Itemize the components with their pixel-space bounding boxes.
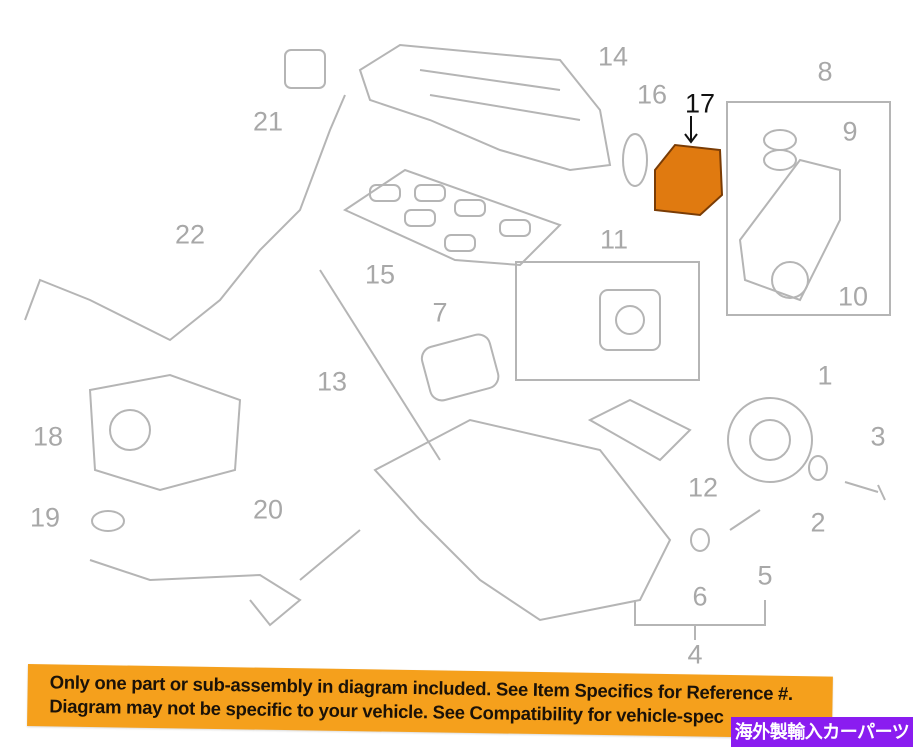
callout-5: 5 bbox=[757, 560, 773, 591]
seal-part bbox=[91, 510, 125, 532]
callout-22: 22 bbox=[174, 219, 206, 250]
callout-18: 18 bbox=[32, 421, 64, 452]
intake-manifold-part bbox=[358, 43, 612, 172]
disclaimer-banner: Only one part or sub-assembly in diagram… bbox=[27, 664, 833, 739]
callout-16: 16 bbox=[636, 79, 668, 110]
bolt-part-5 bbox=[729, 509, 761, 531]
callout-15: 15 bbox=[364, 259, 396, 290]
bolt-part bbox=[844, 481, 886, 501]
watermark-badge: 海外製輸入カーパーツ bbox=[731, 717, 913, 747]
pickup-tube-part bbox=[89, 529, 361, 627]
callout-11: 11 bbox=[599, 224, 629, 255]
callout-arrow-17 bbox=[684, 116, 698, 144]
oil-filter-part bbox=[420, 333, 500, 402]
callout-17: 17 bbox=[684, 88, 716, 119]
thermostat-housing-box bbox=[726, 101, 891, 316]
oil-pan-part bbox=[373, 418, 672, 622]
callout-20: 20 bbox=[252, 494, 284, 525]
callout-14: 14 bbox=[597, 41, 629, 72]
pulley-part bbox=[727, 397, 813, 483]
cover-part bbox=[587, 398, 692, 462]
callout-10: 10 bbox=[837, 281, 869, 312]
callout-19: 19 bbox=[29, 502, 61, 533]
wiring-harness-part bbox=[24, 94, 346, 342]
callout-4: 4 bbox=[687, 639, 703, 670]
manifold-gasket-part bbox=[342, 168, 562, 267]
callout-8: 8 bbox=[817, 56, 833, 87]
callout-bracket-4 bbox=[634, 600, 766, 640]
oil-pump-part bbox=[88, 373, 242, 492]
oil-cooler-box bbox=[515, 261, 700, 381]
callout-3: 3 bbox=[870, 421, 886, 452]
drain-washer-part bbox=[690, 528, 710, 552]
sensor-part bbox=[284, 49, 326, 89]
washer-part bbox=[808, 455, 828, 481]
callout-1: 1 bbox=[817, 360, 833, 391]
dipstick-part bbox=[319, 269, 441, 461]
callout-2: 2 bbox=[810, 507, 826, 538]
callout-12: 12 bbox=[687, 472, 719, 503]
callout-7: 7 bbox=[432, 297, 448, 328]
callout-9: 9 bbox=[842, 116, 858, 147]
callout-13: 13 bbox=[316, 366, 348, 397]
callout-6: 6 bbox=[692, 581, 708, 612]
o-ring-part bbox=[622, 133, 648, 187]
throttle-body-part bbox=[654, 143, 724, 217]
callout-21: 21 bbox=[252, 106, 284, 137]
